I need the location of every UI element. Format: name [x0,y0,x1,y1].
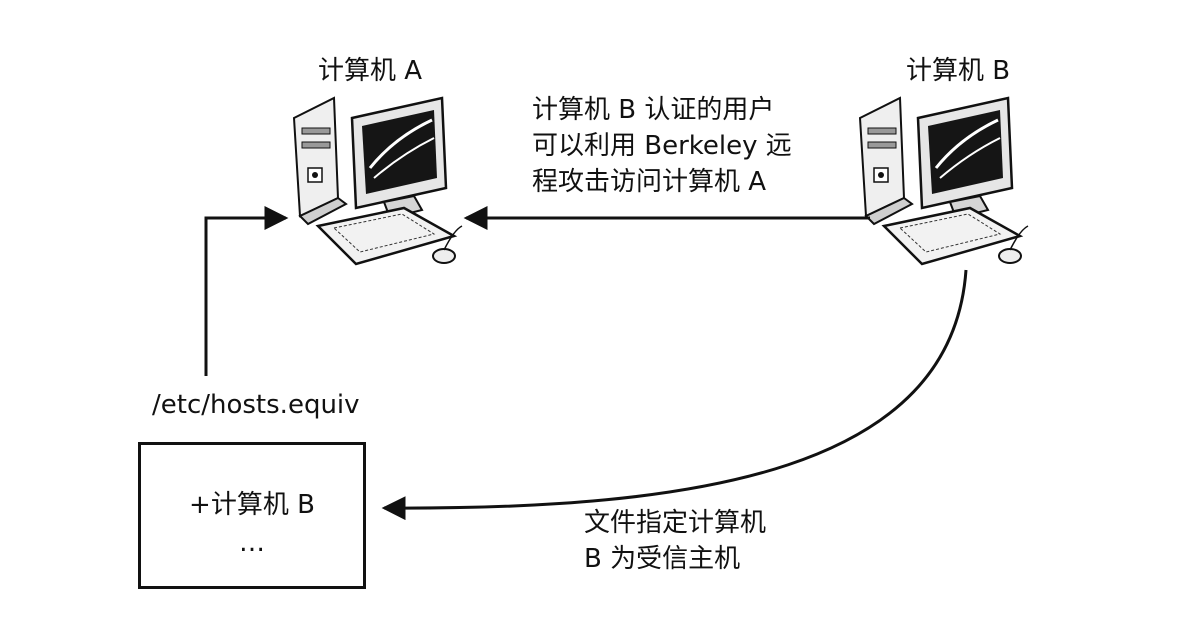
trust-arrow [381,269,968,521]
computer-b-label: 计算机 B [906,56,1011,86]
trust-note-line: 文件指定计算机 [584,508,767,538]
trust-note: 文件指定计算机 B 为受信主机 [584,505,766,577]
attack-note-line: 计算机 B 认证的用户 [532,95,775,125]
attack-note: 计算机 B 认证的用户 可以利用 Berkeley 远 程攻击访问计算机 A [532,92,792,200]
hosts-entry-ellipsis: … [239,528,265,558]
config-arrow [204,206,289,376]
attack-note-line: 可以利用 Berkeley 远 [532,131,792,161]
computer-a-icon [292,96,464,266]
computer-a-label: 计算机 A [318,56,423,86]
hosts-entry: +计算机 B [189,490,315,520]
hosts-file-path: /etc/hosts.equiv [152,390,360,420]
trust-note-line: B 为受信主机 [584,544,741,574]
hosts-file-box: +计算机 B … [138,442,366,589]
computer-b-icon [858,96,1030,266]
attack-note-line: 程攻击访问计算机 A [532,167,767,197]
